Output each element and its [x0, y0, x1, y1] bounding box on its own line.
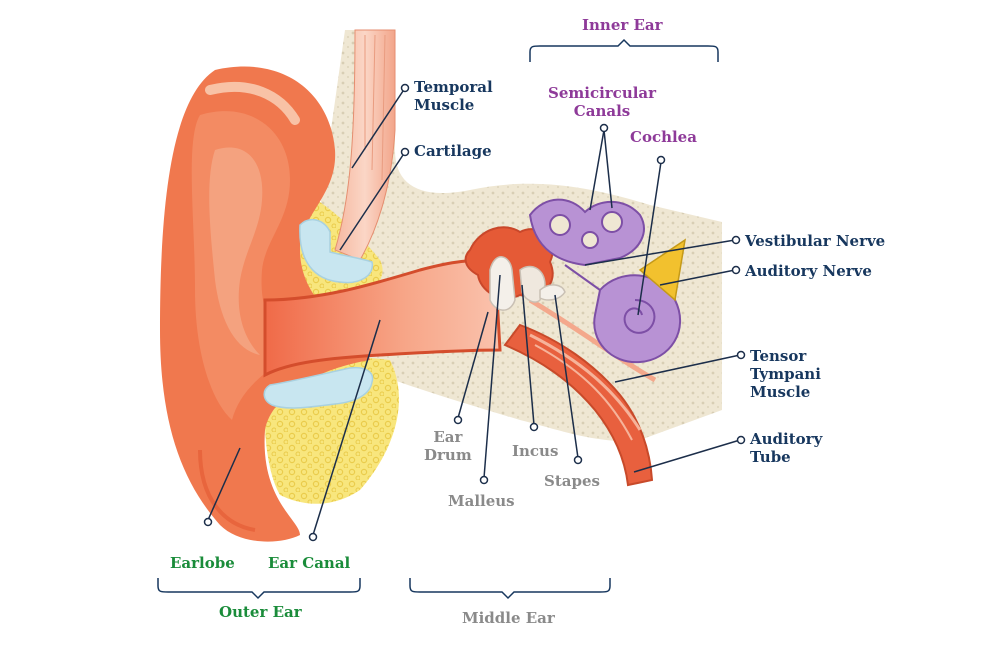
label-malleus: Malleus: [448, 492, 515, 510]
label-temporal-muscle: Temporal Muscle: [414, 78, 493, 114]
tensor-tympani-shape: [528, 297, 657, 383]
label-tensor-tympani-muscle: Tensor Tympani Muscle: [750, 347, 821, 401]
middle-ear-shapes: [464, 226, 566, 311]
label-auditory-tube: Auditory Tube: [750, 430, 823, 466]
middle-ear-title: Middle Ear: [462, 609, 555, 627]
leader-dots: [203, 83, 746, 542]
inner-ear-shapes: [528, 198, 687, 364]
inner-ear-title: Inner Ear: [582, 16, 663, 34]
label-ear-canal: Ear Canal: [268, 554, 351, 572]
outer-ear-bracket: [157, 578, 361, 600]
label-ear-drum: Ear Drum: [424, 428, 472, 464]
label-stapes: Stapes: [544, 472, 600, 490]
inner-ear-bracket: [529, 38, 719, 62]
label-incus: Incus: [512, 442, 559, 460]
brackets: [157, 38, 719, 600]
leader-lines: [207, 87, 741, 536]
ear-canal-shape: [263, 258, 502, 378]
auditory-tube-shape: [503, 323, 654, 487]
middle-ear-bracket: [409, 578, 611, 600]
label-semicircular-canals: Semicircular Canals: [548, 84, 657, 120]
label-cochlea: Cochlea: [630, 128, 697, 146]
label-auditory-nerve: Auditory Nerve: [745, 262, 872, 280]
label-vestibular-nerve: Vestibular Nerve: [745, 232, 886, 250]
label-cartilage: Cartilage: [414, 142, 492, 160]
label-earlobe: Earlobe: [170, 554, 235, 572]
outer-ear-title: Outer Ear: [219, 603, 302, 621]
cartilage-shape: [263, 218, 374, 409]
temporal-muscle-shape: [334, 29, 396, 261]
